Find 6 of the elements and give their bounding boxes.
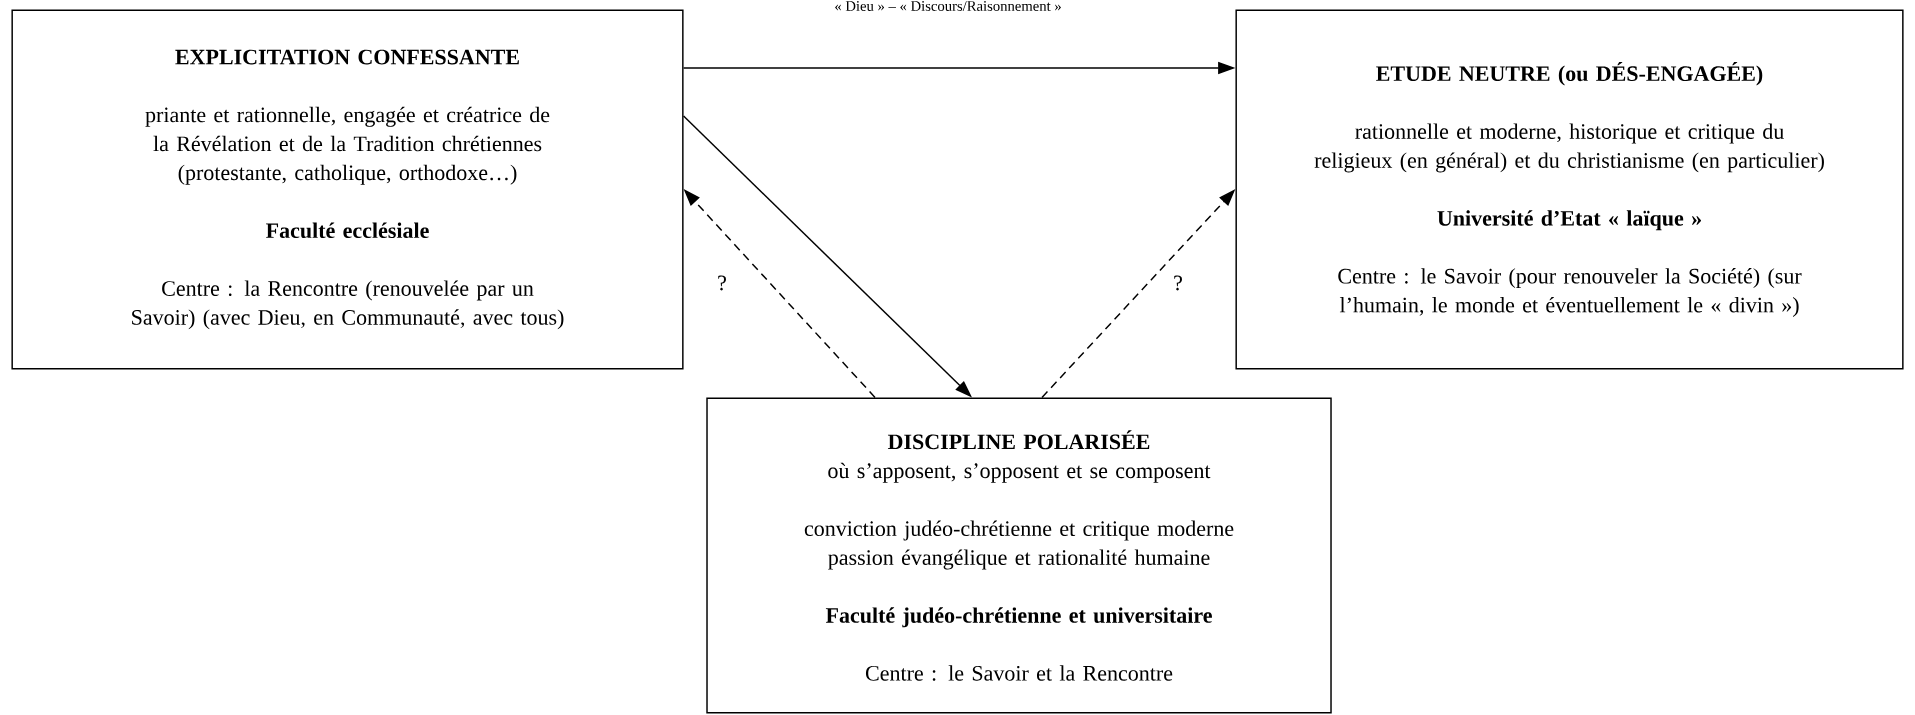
text-box: EXPLICITATION CONFESSANTE priante et rationnelle, engagée et créatrice de la Révélation et de la Tradition chrétiennes (protestante, catholique, orthodoxe…) Faculté ecclésiale Centre : la Rencontre (renouvelée par un Savoir) (avec Dieu, en Communauté, avec tous) [11,9,684,370]
text-box: ETUDE NEUTRE (ou DÉS-ENGAGÉE) rationnelle et moderne, historique et critique du religieux (en général) et du christianisme (en particulier) Université d’Etat « laïque » Centre : le Savoir (pour renouveler la Société) (sur l’humain, le monde et éventuellement le « divin ») [1235,9,1904,370]
edge-label: ? [1171,274,1185,292]
edge-label: ? [715,274,729,292]
text-box: DISCIPLINE POLARISÉE où s’apposent, s’opposent et se composent conviction judéo-chrétienne et critique moderne passion évangélique et rationalité humaine Faculté judéo-chrétienne et universitaire Centre : le Savoir et la Rencontre [706,397,1332,714]
heading-note: « Dieu » – « Discours/Raisonnement » [835,1,1061,11]
